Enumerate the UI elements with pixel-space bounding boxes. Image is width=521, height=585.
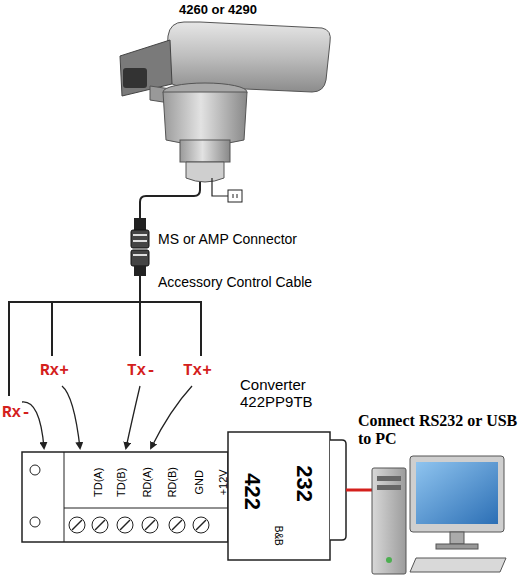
connector-part — [131, 250, 149, 266]
signal-name: Rx+ — [40, 362, 69, 380]
terminal-name: +12V — [217, 469, 230, 495]
wire — [8, 302, 10, 396]
wire — [139, 302, 141, 356]
drive-bay — [377, 485, 401, 490]
mount-neck — [180, 140, 230, 162]
terminal-screw — [169, 517, 185, 533]
leader-arrow — [62, 386, 80, 448]
signal-name: Rx- — [2, 404, 31, 422]
db9-connector — [330, 440, 346, 540]
cable — [139, 276, 141, 302]
terminal-screw — [69, 517, 85, 533]
camera — [120, 22, 330, 202]
signal-name: Tx+ — [183, 362, 212, 380]
cable-label: Accessory Control Cable — [158, 274, 312, 290]
pc-cable — [346, 489, 372, 492]
pan-body — [163, 92, 247, 145]
camera-window — [123, 68, 147, 88]
terminal-divider — [64, 452, 65, 542]
drive-bay — [377, 476, 401, 481]
terminal-screw — [117, 517, 133, 533]
terminal-body — [22, 452, 228, 542]
mount-hole — [30, 517, 40, 527]
screw-slot — [95, 520, 105, 530]
monitor — [410, 456, 504, 532]
leader-arrow — [151, 386, 192, 448]
port-label: 422 — [239, 474, 264, 511]
terminal-block — [22, 452, 228, 542]
camera-housing — [166, 22, 330, 92]
keyboard — [410, 558, 506, 572]
converter-label: Converter 422PP9TB — [240, 376, 340, 411]
monitor-stand — [450, 532, 464, 544]
plug-pin — [237, 194, 238, 198]
port-label: 232 — [291, 466, 316, 503]
brand-label: B&B — [272, 526, 284, 546]
screw-slot — [196, 520, 206, 530]
pc-tower — [372, 468, 406, 574]
terminal-name: GND — [193, 470, 206, 494]
mount-hole — [30, 465, 40, 475]
power-cable — [212, 178, 228, 196]
converter — [228, 432, 372, 560]
monitor-screen — [416, 462, 498, 524]
screw-slot — [72, 520, 82, 530]
terminal-name: TD(B) — [116, 467, 129, 496]
leader-arrows — [22, 386, 192, 448]
terminal-screw — [193, 517, 209, 533]
mount-base — [186, 162, 224, 182]
converter-body — [228, 432, 330, 560]
connector-ring — [133, 240, 147, 242]
power-led — [386, 557, 392, 563]
plug-pin — [233, 194, 234, 198]
signal-name: Tx- — [127, 362, 156, 380]
monitor-base — [436, 544, 478, 549]
screw-slot — [145, 520, 155, 530]
screw-slot — [120, 520, 130, 530]
connector-label: MS or AMP Connector — [158, 231, 297, 247]
terminal-name: RD(A) — [141, 467, 154, 498]
terminal-screw — [142, 517, 158, 533]
connector-part — [131, 230, 149, 248]
converter-box: 422 232B&B — [228, 432, 330, 560]
terminal-screw — [92, 517, 108, 533]
cable — [140, 182, 200, 218]
terminal-name: RD(B) — [166, 467, 179, 498]
terminal-block: TD(A) TD(B) RD(A) RD(B) GND +12V — [22, 452, 228, 542]
screw-slot — [172, 520, 182, 530]
wire-bus — [8, 301, 202, 303]
terminal-name: TD(A) — [93, 467, 106, 496]
leader-arrow — [126, 386, 140, 448]
connector-part — [134, 266, 146, 276]
pc-note: Connect RS232 or USB to PC — [358, 412, 518, 449]
terminal-screws — [69, 517, 209, 533]
connector-part — [134, 218, 146, 230]
diagram-title: 4260 or 4290 — [179, 3, 257, 18]
connector-ring — [133, 234, 147, 236]
connector-ring — [133, 254, 147, 256]
wire — [51, 302, 53, 356]
wire — [200, 302, 202, 356]
terminal-strip — [64, 508, 228, 509]
pc — [372, 456, 506, 574]
power-plug — [228, 190, 242, 202]
